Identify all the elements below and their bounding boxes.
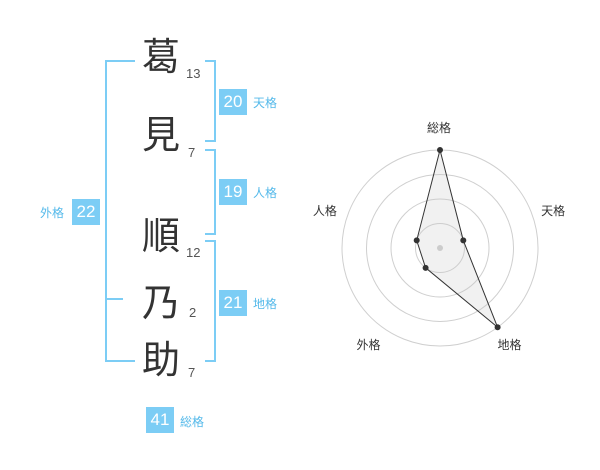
radar-series-area bbox=[416, 149, 499, 328]
radar-ring-2 bbox=[390, 198, 490, 298]
name-char-4: 乃 bbox=[141, 281, 180, 325]
stroke-count-1: 13 bbox=[186, 66, 201, 81]
radar-axis-label-2: 天格 bbox=[541, 203, 566, 218]
jinkaku-bracket bbox=[205, 149, 216, 235]
chikaku-bracket bbox=[205, 240, 216, 362]
radar-axis-label-1: 総格 bbox=[427, 121, 452, 135]
stroke-count-2: 7 bbox=[188, 145, 196, 160]
chikaku-label: 地格 bbox=[253, 297, 278, 311]
radar-ring-1 bbox=[415, 223, 465, 273]
radar-axis-label-3: 地格 bbox=[497, 338, 522, 353]
gaikaku-bracket-split bbox=[107, 298, 123, 300]
chikaku-value: 21 bbox=[219, 290, 247, 316]
radar-point-4 bbox=[422, 264, 429, 271]
gaikaku-value: 22 bbox=[72, 199, 100, 225]
radar-axis-label-5: 人格 bbox=[312, 203, 337, 218]
radar-axis-label-4: 外格 bbox=[356, 338, 381, 353]
name-char-1: 葛 bbox=[141, 35, 180, 79]
jinkaku-value: 19 bbox=[219, 179, 247, 205]
stroke-count-5: 7 bbox=[188, 365, 196, 380]
radar-center-point bbox=[437, 245, 443, 251]
gaikaku-bracket bbox=[105, 60, 135, 362]
radar-point-1 bbox=[437, 147, 443, 153]
radar-point-3 bbox=[494, 324, 501, 331]
soukaku-value: 41 bbox=[146, 407, 174, 433]
soukaku-label: 総格 bbox=[180, 415, 205, 429]
radar-ring-3 bbox=[366, 174, 514, 322]
name-char-5: 助 bbox=[141, 338, 180, 382]
radar-point-5 bbox=[413, 237, 420, 244]
radar-chart bbox=[341, 147, 539, 347]
jinkaku-label: 人格 bbox=[253, 186, 278, 200]
stroke-count-3: 12 bbox=[186, 245, 201, 260]
name-char-3: 順 bbox=[141, 214, 180, 258]
tenkaku-bracket bbox=[205, 60, 216, 142]
radar-point-2 bbox=[460, 237, 467, 244]
name-char-2: 見 bbox=[141, 113, 180, 157]
gaikaku-label: 外格 bbox=[40, 206, 65, 220]
tenkaku-label: 天格 bbox=[253, 96, 278, 110]
stroke-count-4: 2 bbox=[189, 305, 197, 320]
tenkaku-value: 20 bbox=[219, 89, 247, 115]
